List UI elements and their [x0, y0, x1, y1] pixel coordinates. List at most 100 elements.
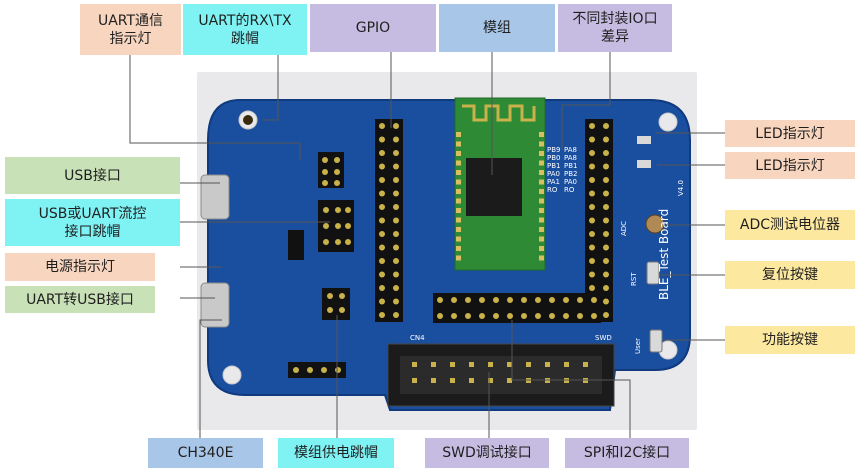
- gpio-right-pin: [603, 298, 609, 305]
- gpio-left-pin: [393, 150, 399, 156]
- swd-pin: [507, 362, 512, 367]
- adc-potentiometer: [645, 214, 665, 234]
- callout-ch340e: CH340E: [148, 438, 263, 468]
- mount-hole-top-right: [658, 112, 678, 132]
- silk-adc: ADC: [620, 221, 628, 236]
- swd-pin: [469, 362, 474, 367]
- gpio-right-pin: [589, 163, 595, 170]
- flow-control-jumper-block: [318, 200, 354, 252]
- callout-usb-uart-jumper: USB或UART流控 接口跳帽: [5, 199, 180, 246]
- swd-pin: [431, 378, 436, 383]
- pin-label-r4: PA0: [564, 178, 577, 186]
- module-pad: [456, 208, 461, 213]
- gpio-left-pin: [393, 136, 399, 143]
- module-pad: [539, 151, 544, 156]
- module-chip: [466, 158, 522, 216]
- gpio-left-pin: [393, 271, 399, 278]
- swd-pin: [526, 362, 531, 367]
- module-pad: [456, 236, 461, 242]
- module-pad: [456, 170, 461, 175]
- swd-pin: [431, 362, 436, 367]
- bottom-header-pin: [577, 313, 583, 319]
- silk-version: V4.0: [677, 180, 685, 196]
- gpio-left-pin: [393, 244, 399, 251]
- module-pad: [456, 227, 461, 232]
- module-pad: [539, 208, 544, 213]
- module-pad: [539, 227, 544, 232]
- module-pad: [456, 217, 461, 223]
- gpio-right-pin: [603, 163, 609, 170]
- module-pad: [539, 217, 544, 223]
- gpio-right-pin: [603, 136, 609, 143]
- mount-hole-bottom-left: [222, 365, 242, 385]
- gpio-left-pin: [379, 312, 385, 318]
- swd-box-inner: [400, 356, 602, 394]
- bottom-pins-row: [288, 362, 346, 378]
- gpio-right-pin: [589, 231, 595, 237]
- swd-pin: [488, 378, 493, 383]
- gpio-right-pin: [589, 123, 595, 129]
- pin-label-r1: PA8: [564, 154, 577, 162]
- pin-label-l3: PA0: [547, 170, 560, 178]
- callout-uart-to-usb: UART转USB接口: [5, 286, 155, 313]
- bottom-header-pin: [563, 297, 569, 303]
- swd-pin: [450, 362, 455, 367]
- bottom-header-pin: [451, 313, 457, 319]
- module-pad: [539, 170, 544, 175]
- bottom-header-pin: [563, 313, 569, 319]
- bottom-header-pin: [521, 313, 527, 319]
- module-pad: [456, 198, 461, 204]
- pin-label-r0: PA8: [564, 146, 577, 154]
- bottom-header-pin: [549, 313, 555, 319]
- uart-rxtx-jumper-block: [318, 152, 344, 188]
- module-pad: [456, 246, 461, 251]
- callout-led-1: LED指示灯: [725, 120, 855, 147]
- module-pads: [456, 132, 544, 261]
- callout-io-diff: 不同封装IO口 差异: [558, 4, 672, 52]
- gpio-right-pin: [603, 204, 609, 210]
- gpio-right-pin: [589, 204, 595, 210]
- pin-label-l1: PB0: [547, 154, 560, 162]
- callout-usb-port: USB接口: [5, 157, 180, 194]
- bottom-header-pin: [479, 297, 485, 303]
- spi-i2c-header: [433, 293, 601, 323]
- swd-pin: [412, 378, 417, 383]
- gpio-left-pin: [393, 298, 399, 305]
- callout-module-power-jumper: 模组供电跳帽: [278, 438, 394, 468]
- silk-cn4: CN4: [410, 334, 425, 342]
- pin-label-r3: PB2: [564, 170, 577, 178]
- module-pad: [456, 141, 461, 147]
- gpio-right-pin: [589, 244, 595, 251]
- module-power-jumper-block: [322, 288, 350, 320]
- gpio-left-pin: [393, 190, 399, 197]
- gpio-left-pin: [379, 150, 385, 156]
- swd-pin: [412, 362, 417, 367]
- module-pad: [539, 160, 544, 166]
- gpio-left-pin: [393, 163, 399, 170]
- gpio-left-pin: [379, 217, 385, 224]
- swd-pin: [545, 362, 550, 367]
- module-pad: [539, 246, 544, 251]
- module-antenna: [462, 104, 536, 122]
- callout-uart-rxtx-jumper: UART的RX\TX 跳帽: [183, 4, 307, 55]
- gpio-left-pin: [393, 123, 399, 129]
- bottom-header-pin: [591, 313, 597, 319]
- pin-label-r5: RO: [564, 186, 575, 194]
- swd-pin: [507, 378, 512, 383]
- module-pad: [456, 151, 461, 156]
- silk-swd: SWD: [595, 334, 612, 342]
- callout-swd-port: SWD调试接口: [425, 438, 549, 468]
- swd-pin: [450, 378, 455, 383]
- bottom-header-pin: [577, 297, 583, 303]
- gpio-right-pin: [603, 150, 609, 156]
- io-header-right: [585, 119, 613, 322]
- pin-label-l5: RO: [547, 186, 558, 194]
- bottom-header-pin: [465, 313, 471, 319]
- bottom-header-pin: [507, 297, 513, 303]
- silk-board-title: BLE_Test Board: [657, 209, 671, 300]
- bottom-header-pin: [535, 313, 541, 319]
- pin-label-l4: PA1: [547, 178, 560, 186]
- gpio-left-pin: [379, 244, 385, 251]
